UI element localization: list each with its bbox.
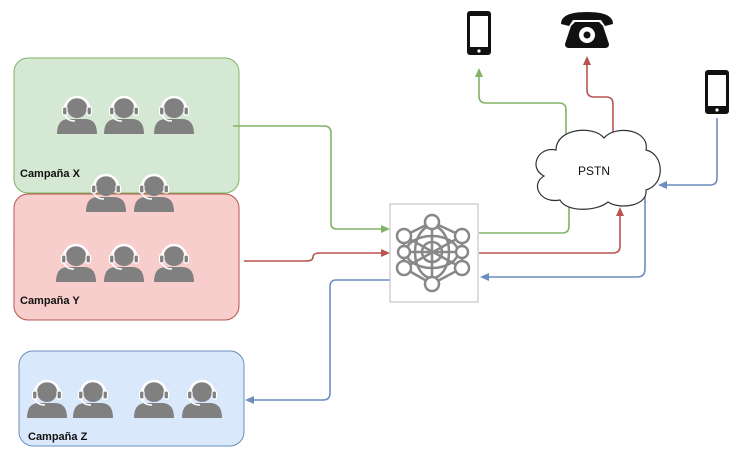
campaign-z-box — [18, 350, 245, 447]
red-arrowhead-landline — [583, 56, 591, 65]
blue-arrowhead-pstn — [658, 181, 667, 189]
red-connector-hub-to-pstn — [479, 215, 621, 254]
blue-connector-pstn-to-hub — [489, 195, 646, 278]
red-connector-pstn-to-landline — [586, 64, 614, 140]
green-connector-x-to-hub — [233, 125, 382, 230]
campaign-x-label: Campaña X — [20, 168, 81, 180]
green-connector-pstn-to-mobile — [478, 76, 567, 144]
red-connector-y-to-hub — [244, 252, 382, 262]
mobile-phone-icon — [705, 70, 729, 114]
red-arrowhead-hub — [381, 249, 390, 257]
green-arrowhead-hub — [381, 225, 390, 233]
green-connector-hub-to-pstn — [479, 203, 570, 234]
campaign-z-label: Campaña Z — [28, 431, 88, 443]
red-arrowhead-pstn — [616, 207, 624, 216]
campaign-y-label: Campaña Y — [20, 295, 80, 307]
blue-arrowhead-hub — [480, 273, 489, 281]
blue-arrowhead-z — [245, 396, 254, 404]
mobile-phone-icon — [467, 11, 491, 55]
landline-phone-icon — [561, 12, 613, 48]
pstn-label: PSTN — [578, 164, 610, 178]
blue-connector-hub-to-z — [254, 279, 390, 401]
blue-connector-mobile-to-pstn — [667, 118, 718, 186]
pstn-cloud: PSTN — [535, 129, 661, 210]
network-hub-icon — [389, 203, 479, 303]
green-arrowhead-mobile — [475, 68, 483, 77]
